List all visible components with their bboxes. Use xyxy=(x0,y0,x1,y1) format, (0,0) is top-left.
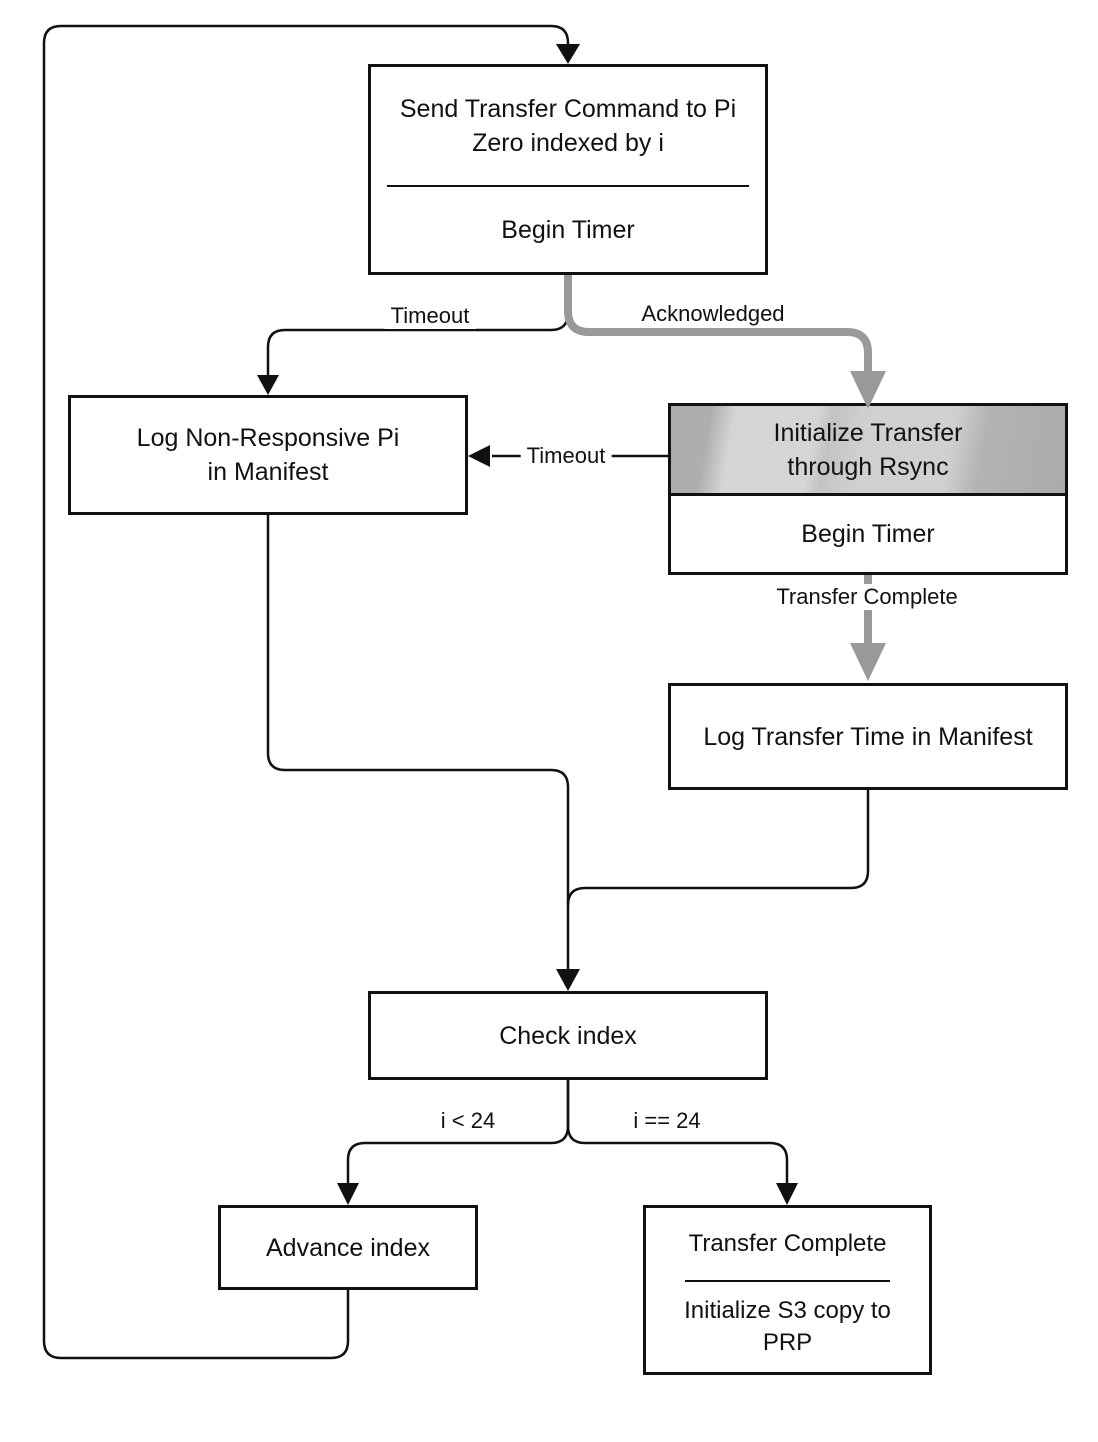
edge-label-transfer-complete: Transfer Complete xyxy=(770,584,964,610)
arrowhead-into-complete xyxy=(776,1183,798,1205)
edge-label-acknowledged: Acknowledged xyxy=(635,301,791,327)
node-title: Log Transfer Time in Manifest xyxy=(703,722,1033,751)
edge-lognr-to-check xyxy=(266,515,570,971)
arrowhead-into-lognr-right xyxy=(468,445,490,467)
node-subtitle: Begin Timer xyxy=(801,520,935,548)
arrowhead-into-lognr-top xyxy=(257,375,279,395)
edge-label-i-less-24: i < 24 xyxy=(434,1108,502,1134)
edge-logtt-to-check xyxy=(566,790,870,906)
node-subtitle: Begin Timer xyxy=(501,215,635,244)
node-divider xyxy=(685,1280,890,1282)
edge-label-i-equal-24: i == 24 xyxy=(627,1108,707,1134)
node-title: Advance index xyxy=(265,1233,430,1262)
arrowhead-into-advance xyxy=(337,1183,359,1205)
node-check-index: Check index xyxy=(368,991,768,1080)
arrowhead-into-send xyxy=(556,44,580,64)
node-transfer-complete: Transfer Complete Initialize S3 copy to … xyxy=(643,1205,932,1375)
arrowhead-into-check xyxy=(556,969,580,991)
node-title-shaded: Initialize Transfer through Rsync xyxy=(671,406,1065,496)
edge-label-timeout-mid: Timeout xyxy=(520,443,612,469)
node-subtitle: Initialize S3 copy to PRP xyxy=(684,1297,891,1356)
node-send-transfer-command: Send Transfer Command to Pi Zero indexed… xyxy=(368,64,768,275)
node-title: Check index xyxy=(499,1021,637,1050)
edge-label-timeout-top: Timeout xyxy=(384,303,476,329)
node-log-nonresponsive-pi: Log Non-Responsive Pi in Manifest xyxy=(68,395,468,515)
node-title: Transfer Complete xyxy=(688,1230,887,1257)
node-title: Send Transfer Command to Pi Zero indexed… xyxy=(399,95,737,157)
arrowhead-into-logtt xyxy=(850,643,886,681)
node-log-transfer-time: Log Transfer Time in Manifest xyxy=(668,683,1068,790)
node-initialize-transfer-rsync: Initialize Transfer through Rsync Begin … xyxy=(668,403,1068,575)
node-title: Log Non-Responsive Pi in Manifest xyxy=(136,424,400,486)
node-advance-index: Advance index xyxy=(218,1205,478,1290)
